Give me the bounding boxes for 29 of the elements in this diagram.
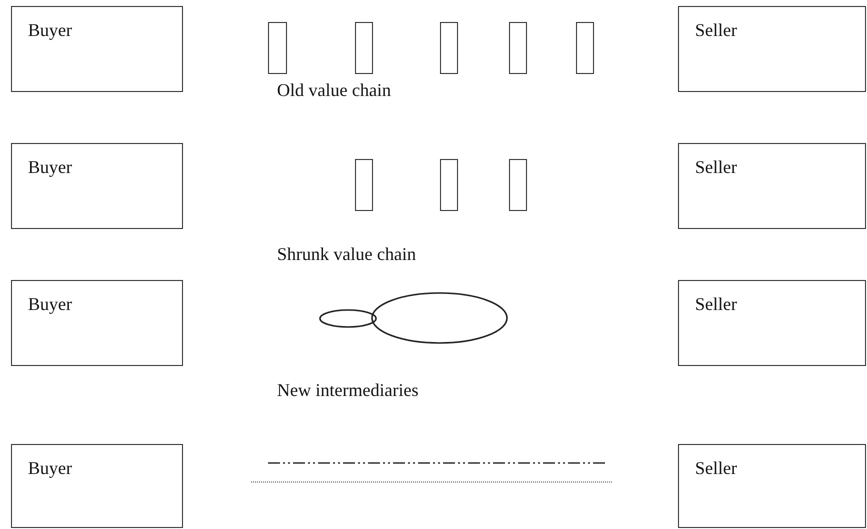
empty-box [576,22,594,74]
chain-caption: Shrunk value chain [277,243,416,265]
party-box [678,444,866,528]
party-label: Seller [695,293,737,315]
party-box [678,143,866,229]
party-box [11,444,183,528]
chain-caption: New intermediaries [277,379,418,401]
party-box [11,6,183,92]
ellipse-shape [371,292,508,344]
party-label: Seller [695,19,737,41]
party-label: Buyer [28,457,72,479]
empty-box [355,22,373,74]
empty-box [509,22,527,74]
party-box [678,280,866,366]
empty-box [440,22,458,74]
empty-box [440,159,458,211]
empty-box [509,159,527,211]
party-box [11,143,183,229]
party-box [678,6,866,92]
ellipse-shape [319,309,377,328]
party-label: Buyer [28,19,72,41]
party-label: Buyer [28,293,72,315]
empty-box [355,159,373,211]
empty-box [268,22,287,74]
party-label: Buyer [28,156,72,178]
party-label: Seller [695,156,737,178]
chain-caption: Old value chain [277,79,391,101]
party-label: Seller [695,457,737,479]
party-box [11,280,183,366]
